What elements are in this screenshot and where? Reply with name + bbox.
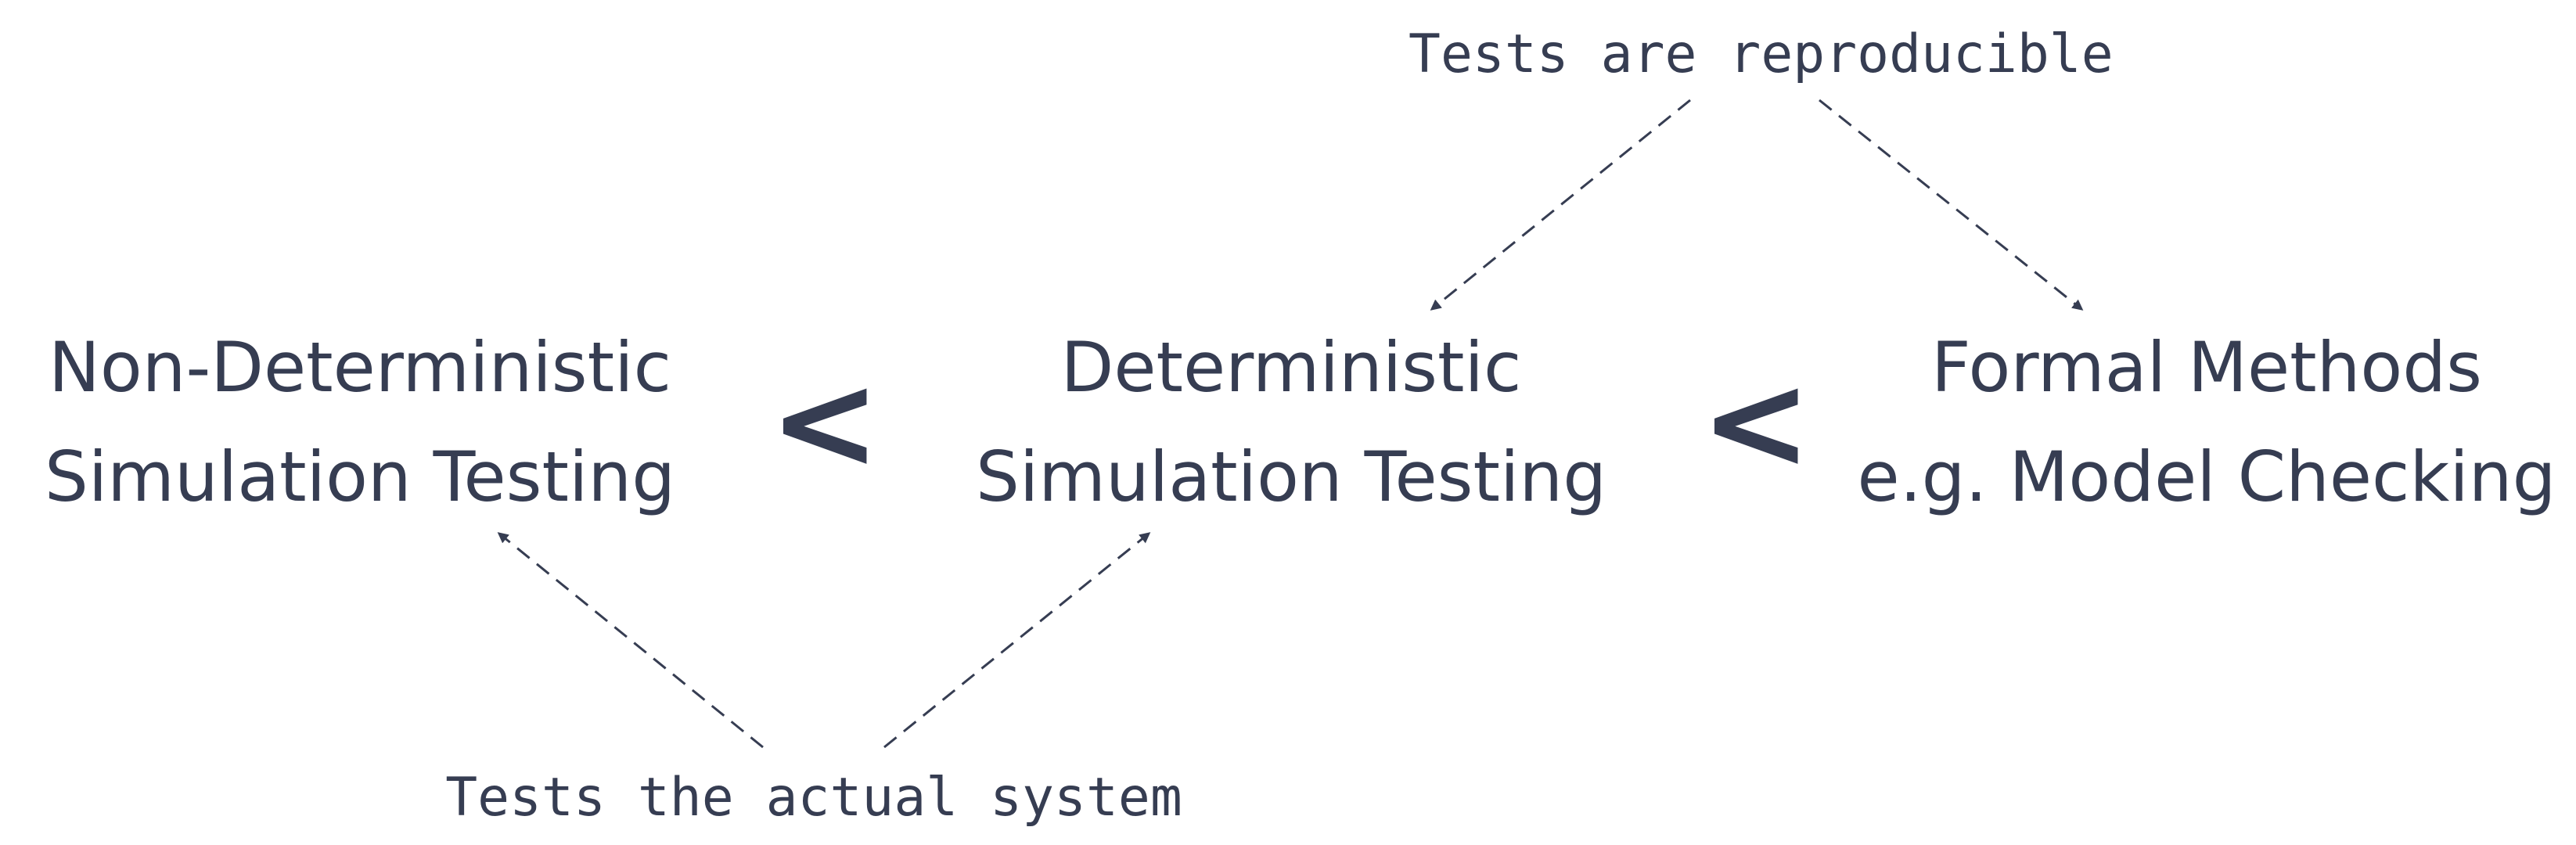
node-label-line: Deterministic	[1060, 327, 1522, 408]
dashed-arrow-to-deterministic-from-bottom	[883, 532, 1151, 749]
less-than-symbol: <	[769, 345, 881, 500]
node-label-line: Formal Methods	[1931, 327, 2482, 408]
annotation-tests-the-actual-system: Tests the actual system	[445, 767, 1182, 829]
annotation-tests-are-reproducible: Tests are reproducible	[1409, 23, 2114, 85]
node-formal-methods: Formal Methods e.g. Model Checking	[1855, 313, 2559, 532]
dashed-arrow-to-non-deterministic	[497, 532, 764, 749]
less-than-symbol: <	[1700, 345, 1812, 500]
node-label-line: Non-Deterministic	[49, 327, 671, 408]
node-label-line: Simulation Testing	[975, 437, 1607, 517]
dashed-arrow-to-deterministic	[1430, 99, 1691, 311]
node-non-deterministic-simulation-testing: Non-Deterministic Simulation Testing	[16, 313, 704, 532]
node-label-line: Simulation Testing	[44, 437, 676, 517]
node-label-line: e.g. Model Checking	[1857, 437, 2556, 517]
node-deterministic-simulation-testing: Deterministic Simulation Testing	[939, 313, 1643, 532]
dashed-arrow-to-formal-methods	[1819, 99, 2084, 311]
